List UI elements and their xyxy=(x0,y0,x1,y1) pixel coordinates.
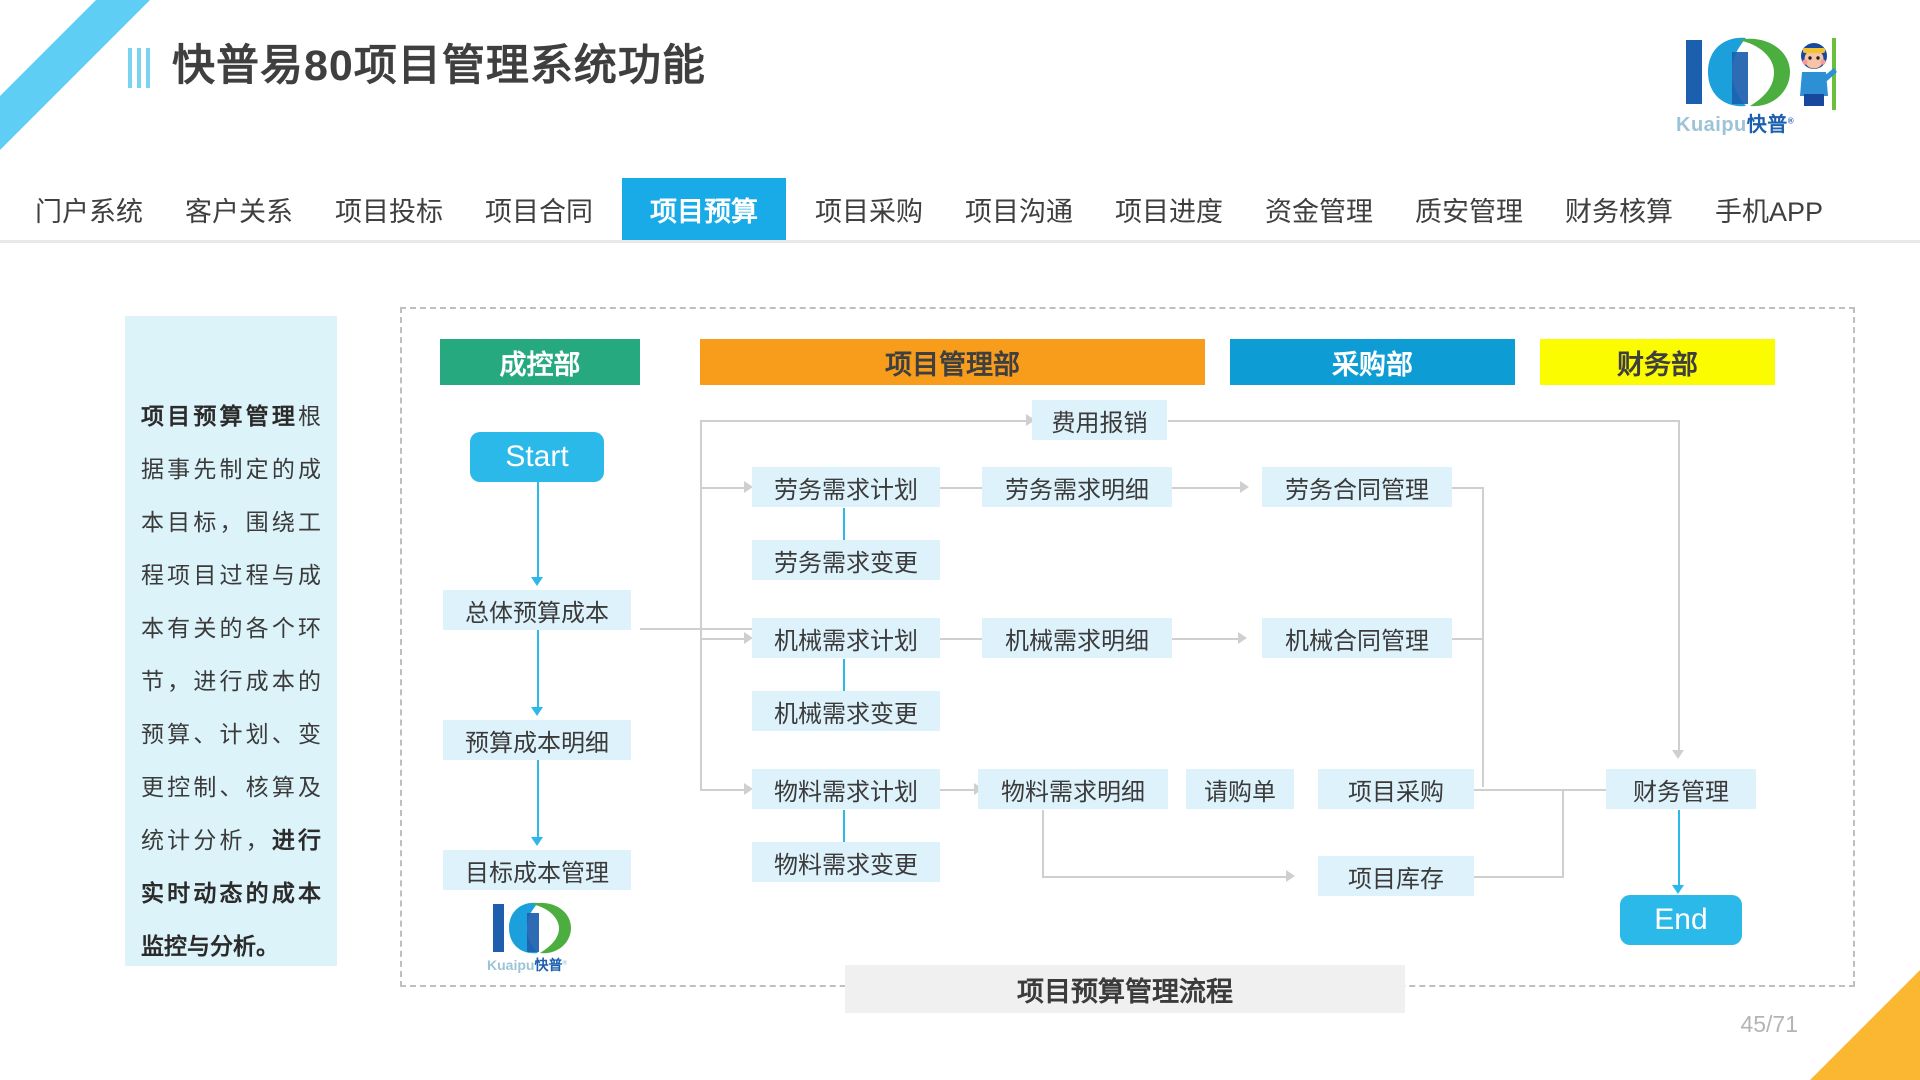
nav-tab-contract[interactable]: 项目合同 xyxy=(485,196,593,227)
page-title: 快普易80项目管理系统功能 xyxy=(172,41,706,90)
node-project-inventory[interactable]: 项目库存 xyxy=(1318,856,1474,896)
node-expense-reimbursement[interactable]: 费用报销 xyxy=(1032,400,1167,440)
connector-labor-contract-down xyxy=(1482,487,1484,787)
arrowhead-finance-to-end xyxy=(1672,885,1684,894)
node-material-demand-plan[interactable]: 物料需求计划 xyxy=(752,769,940,809)
flowchart-caption: 项目预算管理流程 xyxy=(845,965,1405,1013)
brand-wordmark: Kuaipu快普® xyxy=(1676,114,1795,136)
node-labor-demand-change[interactable]: 劳务需求变更 xyxy=(752,540,940,580)
node-purchase-request[interactable]: 请购单 xyxy=(1186,769,1294,809)
page-title-row: 快普易80项目管理系统功能 xyxy=(128,44,706,88)
description-tail: 进行实时动态的成本监控与分析。 xyxy=(141,827,322,959)
description-panel: 项目预算管理根据事先制定的成本目标，围绕工程项目过程与成本有关的各个环节，进行成… xyxy=(125,316,337,966)
node-start[interactable]: Start xyxy=(470,432,604,482)
connector-trunk-to-machine-plan xyxy=(700,638,748,640)
arrowhead-start-to-total-budget xyxy=(531,577,543,586)
connector-finance-to-end xyxy=(1678,810,1680,888)
connector-labor-plan-to-change xyxy=(843,508,845,550)
description-text: 项目预算管理根据事先制定的成本目标，围绕工程项目过程与成本有关的各个环节，进行成… xyxy=(141,390,321,973)
node-labor-demand-detail[interactable]: 劳务需求明细 xyxy=(982,467,1172,507)
nav-tab-mobile-app[interactable]: 手机APP xyxy=(1715,196,1824,227)
connector-machine-contract-right xyxy=(1452,638,1484,640)
nav-tab-list: 门户系统 客户关系 项目投标 项目合同 项目预算 项目采购 项目沟通 项目进度 … xyxy=(14,178,1844,240)
connector-start-to-total-budget xyxy=(537,480,539,580)
node-target-cost-mgmt[interactable]: 目标成本管理 xyxy=(443,850,631,890)
connector-labor-plan-to-detail xyxy=(940,487,982,489)
node-machine-demand-detail[interactable]: 机械需求明细 xyxy=(982,618,1172,658)
corner-decoration-bottom-right xyxy=(1810,970,1920,1080)
connector-labor-detail-to-contract xyxy=(1104,487,1244,489)
nav-tab-bidding[interactable]: 项目投标 xyxy=(335,196,443,227)
connector-expense-to-finance xyxy=(1168,420,1680,422)
connector-total-budget-to-detail xyxy=(537,630,539,710)
nav-tab-purchase[interactable]: 项目采购 xyxy=(815,196,923,227)
node-machine-demand-change[interactable]: 机械需求变更 xyxy=(752,691,940,731)
connector-material-plan-to-change xyxy=(843,810,845,852)
node-project-purchase[interactable]: 项目采购 xyxy=(1318,769,1474,809)
connector-machine-detail-to-contract xyxy=(1102,638,1242,640)
node-machine-contract-mgmt[interactable]: 机械合同管理 xyxy=(1262,618,1452,658)
connector-expense-riser xyxy=(1678,420,1680,752)
node-material-demand-change[interactable]: 物料需求变更 xyxy=(752,842,940,882)
arrowhead-trunk-to-machine-plan xyxy=(744,632,753,644)
nav-tab-quality-safety[interactable]: 质安管理 xyxy=(1415,196,1523,227)
arrowhead-trunk-to-labor-plan xyxy=(744,481,753,493)
connector-inventory-to-riser xyxy=(1474,876,1564,878)
connector-material-plan-to-detail xyxy=(940,789,978,791)
triple-bar-icon xyxy=(128,48,150,88)
connector-machine-plan-to-detail xyxy=(940,638,982,640)
arrowhead-detail-to-target xyxy=(531,837,543,846)
connector-trunk-to-material-plan xyxy=(700,789,748,791)
arrowhead-labor-detail-to-contract xyxy=(1240,481,1249,493)
node-material-demand-detail[interactable]: 物料需求明细 xyxy=(978,769,1168,809)
connector-purchase-to-finance xyxy=(1474,789,1624,791)
brand-logo: Kuaipu快普® xyxy=(1672,22,1902,140)
nav-tab-accounting[interactable]: 财务核算 xyxy=(1565,196,1673,227)
arrowhead-total-budget-to-detail xyxy=(531,707,543,716)
node-budget-cost-detail[interactable]: 预算成本明细 xyxy=(443,720,631,760)
nav-tab-communication[interactable]: 项目沟通 xyxy=(965,196,1073,227)
description-body: 根据事先制定的成本目标，围绕工程项目过程与成本有关的各个环节，进行成本的预算、计… xyxy=(141,403,321,853)
arrowhead-expense-to-finance xyxy=(1672,750,1684,759)
nav-bar: 门户系统 客户关系 项目投标 项目合同 项目预算 项目采购 项目沟通 项目进度 … xyxy=(0,178,1920,243)
corner-decoration-top-left-inner xyxy=(0,0,96,96)
nav-tab-portal[interactable]: 门户系统 xyxy=(35,196,143,227)
node-total-budget-cost[interactable]: 总体预算成本 xyxy=(443,590,631,630)
connector-to-project-inventory xyxy=(1042,876,1290,878)
arrowhead-to-project-inventory xyxy=(1286,870,1295,882)
page-number: 45/71 xyxy=(1740,1011,1798,1037)
arrowhead-trunk-to-material-plan xyxy=(744,783,753,795)
node-end[interactable]: End xyxy=(1620,895,1742,945)
description-lead: 项目预算管理 xyxy=(141,403,298,429)
node-labor-contract-mgmt[interactable]: 劳务合同管理 xyxy=(1262,467,1452,507)
node-machine-demand-plan[interactable]: 机械需求计划 xyxy=(752,618,940,658)
trunk-vertical-demand xyxy=(700,420,702,790)
connector-inventory-riser xyxy=(1562,789,1564,877)
arrowhead-machine-detail-to-contract xyxy=(1238,632,1247,644)
connector-labor-contract-right xyxy=(1452,487,1484,489)
connector-trunk-to-labor-plan xyxy=(700,487,748,489)
nav-tab-funds[interactable]: 资金管理 xyxy=(1265,196,1373,227)
nav-underline xyxy=(0,240,1920,243)
kuaipu-watermark-wordmark: Kuaipu快普® xyxy=(487,957,567,973)
nav-tab-crm[interactable]: 客户关系 xyxy=(185,196,293,227)
kuaipu-logo-icon xyxy=(1686,37,1837,110)
connector-trunk-top xyxy=(700,420,1030,422)
arrowhead-trunk-top xyxy=(1026,414,1035,426)
node-finance-mgmt[interactable]: 财务管理 xyxy=(1606,769,1756,809)
dept-header-finance: 财务部 xyxy=(1540,339,1775,385)
kuaipu-watermark-icon xyxy=(493,902,571,954)
nav-tab-budget[interactable]: 项目预算 xyxy=(622,178,786,240)
nav-tab-progress[interactable]: 项目进度 xyxy=(1115,196,1223,227)
dept-header-project-mgmt: 项目管理部 xyxy=(700,339,1205,385)
node-labor-demand-plan[interactable]: 劳务需求计划 xyxy=(752,467,940,507)
dept-header-purchasing: 采购部 xyxy=(1230,339,1515,385)
connector-machine-plan-to-change xyxy=(843,659,845,701)
connector-detail-to-target xyxy=(537,760,539,840)
connector-material-detail-down xyxy=(1042,810,1044,877)
dept-header-cost-control: 成控部 xyxy=(440,339,640,385)
